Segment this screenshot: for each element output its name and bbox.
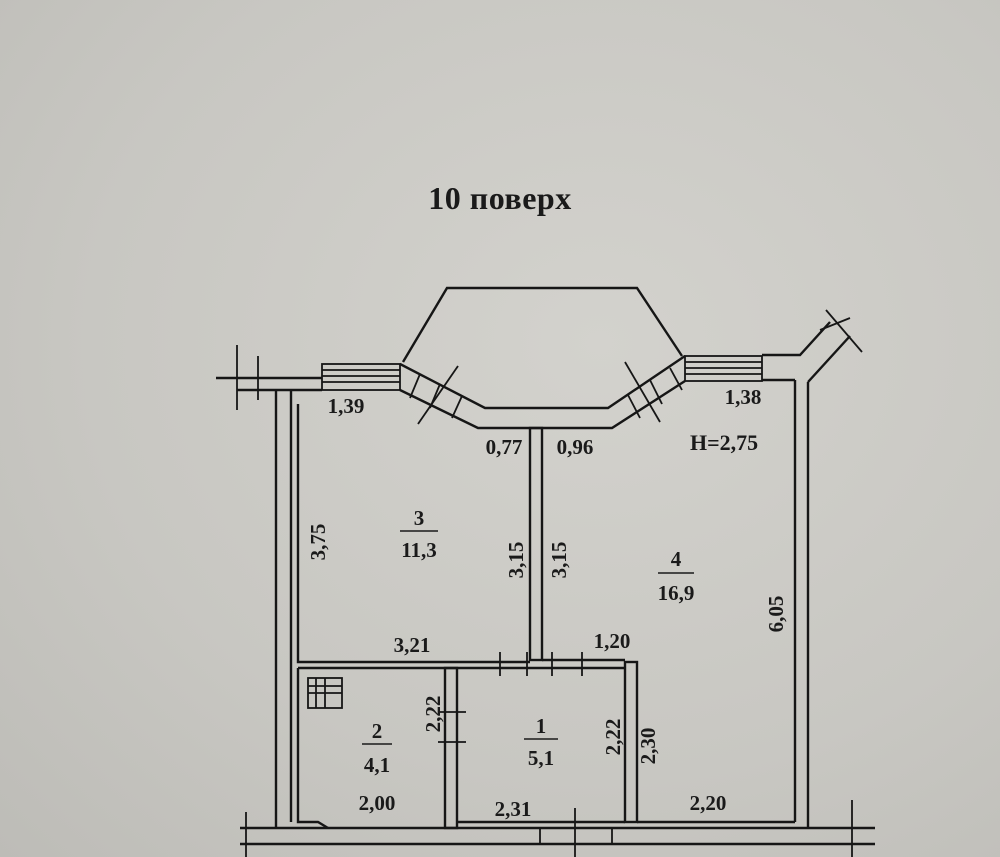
bay-window <box>321 286 763 430</box>
bay-wall-inner <box>399 379 686 430</box>
dim-room3-right-height: 3,15 <box>504 542 528 579</box>
dim-door-right: 0,96 <box>557 435 594 459</box>
dim-room1-height: 2,22 <box>601 719 625 756</box>
room1-area: 5,1 <box>528 746 554 770</box>
dim-room3-width: 3,21 <box>394 633 431 657</box>
room4-area: 16,9 <box>658 581 695 605</box>
dim-room2-width: 2,00 <box>359 791 396 815</box>
dimension-labels: 1,39 1,38 0,77 0,96 3,21 1,20 2,00 2,31 … <box>306 385 788 821</box>
dim-room4-lower-height: 2,30 <box>636 728 660 765</box>
balcony-outline <box>401 286 684 363</box>
partition-2-1 <box>443 666 459 830</box>
dim-room2-height: 2,22 <box>421 696 445 733</box>
dim-room4-left-height: 3,15 <box>547 542 571 579</box>
dim-room4-bottom: 2,20 <box>690 791 727 815</box>
dim-balcony-right: 1,38 <box>725 385 762 409</box>
top-right-wall-outer <box>762 321 831 357</box>
ceiling-height-label: H=2,75 <box>690 430 758 455</box>
dim-room4-right-height: 6,05 <box>764 596 788 633</box>
room1-number: 1 <box>536 714 547 738</box>
room3-outline <box>296 404 530 664</box>
room3-area: 11,3 <box>401 538 437 562</box>
room4-number: 4 <box>671 547 682 571</box>
outer-walls <box>216 321 875 846</box>
room-labels: 3 11,3 4 16,9 2 4,1 1 5,1 H=2,75 <box>362 430 758 777</box>
room2-area: 4,1 <box>364 753 390 777</box>
dim-balcony-left: 1,39 <box>328 394 365 418</box>
dim-door-left: 0,77 <box>486 435 523 459</box>
top-right-angled-wall <box>807 335 851 383</box>
dim-room1-width: 2,31 <box>495 797 532 821</box>
partition-3-4 <box>528 426 544 662</box>
page-title: 10 поверх <box>428 180 572 216</box>
room2-outline <box>296 668 329 830</box>
dim-corridor-top: 1,20 <box>594 629 631 653</box>
room3-number: 3 <box>414 506 425 530</box>
room2-number: 2 <box>372 719 383 743</box>
bay-wall-outer <box>399 355 686 410</box>
partition-1-4 <box>623 660 639 824</box>
window-left <box>321 363 401 391</box>
interior-walls <box>236 309 863 857</box>
dim-room3-height: 3,75 <box>306 524 330 561</box>
